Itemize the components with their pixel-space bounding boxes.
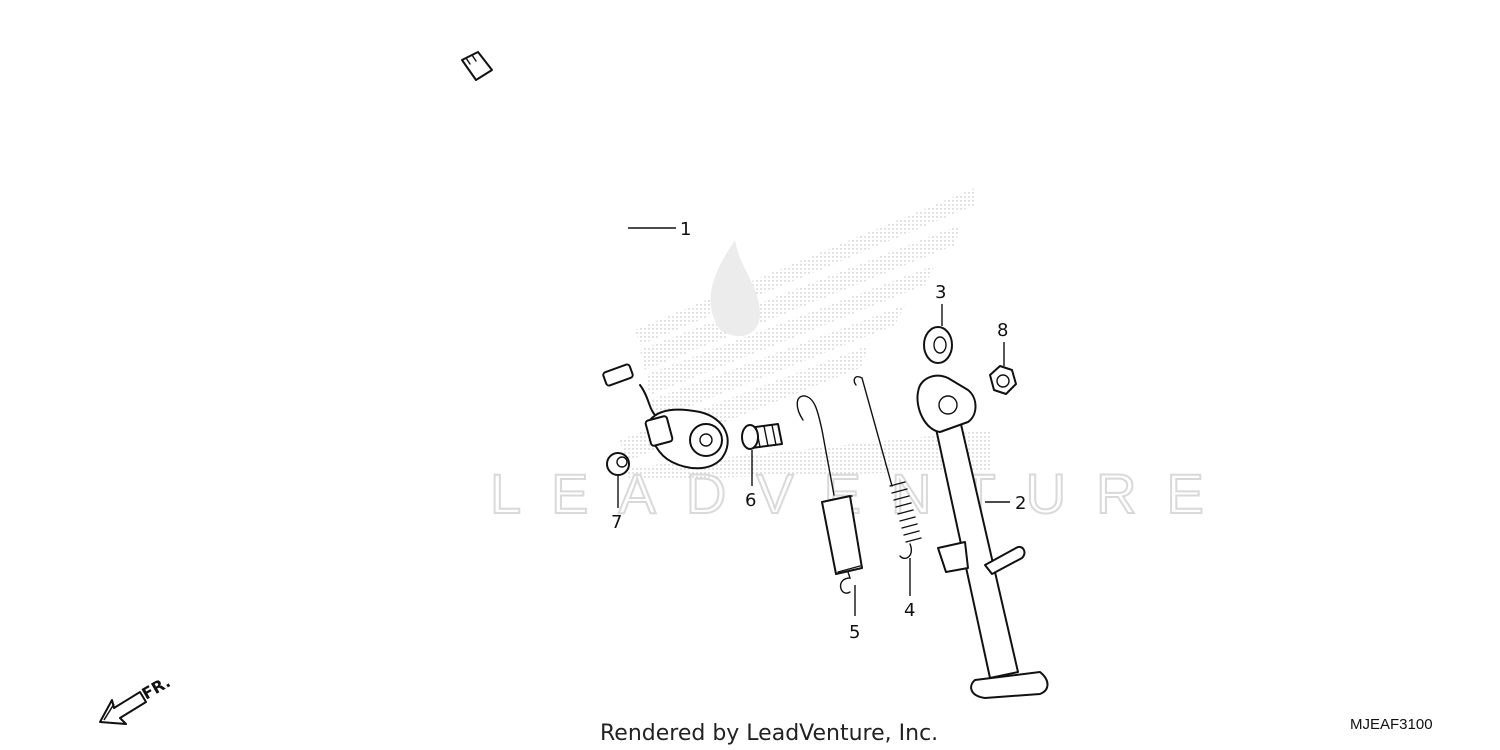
side-stand (916, 374, 1049, 699)
credit-text: Rendered by LeadVenture, Inc. (600, 721, 938, 746)
side-stand-switch-harness (461, 51, 729, 470)
diagram-code: MJEAF3100 (1350, 716, 1433, 733)
watermark-text: LEADVENTURE (490, 462, 1234, 525)
leader-lines (617, 227, 1010, 616)
callout-6: 6 (745, 490, 756, 511)
callout-8: 8 (997, 320, 1008, 341)
washer-large (923, 326, 953, 364)
callout-2: 2 (1015, 493, 1026, 514)
callout-3: 3 (935, 282, 946, 303)
washer-small (606, 452, 630, 476)
wing-logo-watermark (620, 188, 990, 480)
pivot-bolt (741, 423, 783, 450)
callout-5: 5 (849, 622, 860, 643)
callout-7: 7 (611, 512, 622, 533)
spring-long (853, 376, 922, 560)
spring-short (796, 395, 863, 594)
hex-nut (989, 365, 1017, 395)
callout-4: 4 (904, 600, 915, 621)
front-direction-arrow-icon (99, 691, 147, 725)
callout-1: 1 (680, 219, 691, 240)
